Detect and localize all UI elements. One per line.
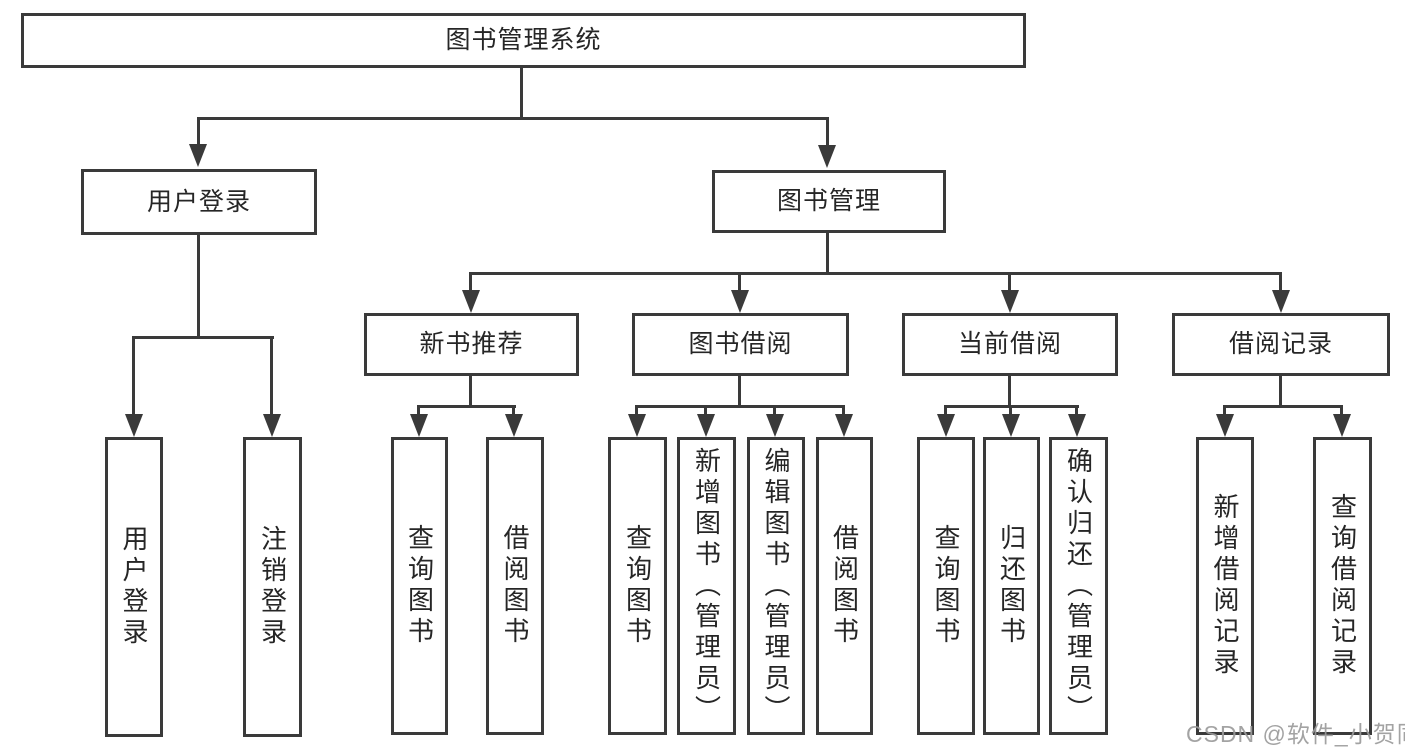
node-borrow-records-label: 借阅记录 (1228, 330, 1333, 358)
node-current-borrow: 当前借阅 (902, 313, 1118, 376)
leaf-add-borrow-record-label: 新增借阅记录 (1210, 493, 1240, 679)
connector-vline (704, 405, 707, 419)
connector-vline (1279, 272, 1282, 294)
node-new-book-recommend-label: 新书推荐 (419, 330, 524, 358)
connector-hline (417, 405, 516, 408)
connector-vline (842, 405, 845, 419)
connector-vline (1223, 405, 1226, 419)
arrowhead-down-icon (462, 290, 480, 313)
leaf-edit-books-admin: 编辑图书（管理员） (747, 437, 805, 735)
arrowhead-down-icon (731, 290, 749, 313)
arrowhead-down-icon (835, 414, 853, 437)
connector-vline (270, 336, 273, 418)
connector-vline (417, 405, 420, 419)
arrowhead-down-icon (697, 414, 715, 437)
arrowhead-down-icon (1001, 290, 1019, 313)
connector-vline (738, 272, 741, 294)
leaf-return-books-label: 归还图书 (996, 524, 1027, 648)
leaf-logout-label: 注销登录 (257, 525, 288, 649)
node-root-label: 图书管理系统 (445, 26, 602, 54)
arrowhead-down-icon (263, 414, 281, 437)
connector-vline (773, 405, 776, 419)
connector-vline (1008, 272, 1011, 294)
arrowhead-down-icon (937, 414, 955, 437)
node-book-borrow-label: 图书借阅 (688, 330, 793, 358)
arrowhead-down-icon (628, 414, 646, 437)
node-user-login: 用户登录 (81, 169, 317, 235)
connector-vline (132, 336, 135, 418)
connector-vline (826, 117, 829, 150)
arrowhead-down-icon (125, 414, 143, 437)
connector-vline (1009, 405, 1012, 419)
leaf-confirm-return-admin: 确认归还（管理员） (1049, 437, 1108, 735)
connector-vline (520, 68, 523, 120)
arrowhead-down-icon (410, 414, 428, 437)
leaf-borrow-books-label: 借阅图书 (829, 524, 860, 648)
arrowhead-down-icon (1333, 414, 1351, 437)
node-borrow-records: 借阅记录 (1172, 313, 1390, 376)
connector-hline (1223, 405, 1343, 408)
leaf-query-borrow-record-label: 查询借阅记录 (1327, 493, 1358, 679)
leaf-add-books-admin-label: 新增图书（管理员） (691, 446, 722, 726)
leaf-user-login: 用户登录 (105, 437, 163, 737)
leaf-recommend-borrow-books: 借阅图书 (486, 437, 544, 735)
arrowhead-down-icon (1002, 414, 1020, 437)
connector-vline (1008, 376, 1011, 408)
connector-vline (469, 272, 472, 294)
connector-vline (512, 405, 515, 419)
leaf-borrow-query-books: 查询图书 (608, 437, 667, 735)
node-new-book-recommend: 新书推荐 (364, 313, 579, 376)
leaf-confirm-return-admin-label: 确认归还（管理员） (1063, 446, 1094, 726)
connector-vline (1075, 405, 1078, 419)
connector-hline (132, 336, 274, 339)
connector-vline (1340, 405, 1343, 419)
arrowhead-down-icon (189, 144, 207, 167)
arrowhead-down-icon (505, 414, 523, 437)
connector-vline (944, 405, 947, 419)
arrowhead-down-icon (818, 145, 836, 168)
node-root: 图书管理系统 (21, 13, 1026, 68)
leaf-user-login-label: 用户登录 (119, 525, 149, 649)
arrowhead-down-icon (1272, 290, 1290, 313)
leaf-current-query-books-label: 查询图书 (931, 524, 961, 648)
connector-vline (738, 376, 741, 408)
connector-hline (197, 117, 829, 120)
connector-vline (1279, 376, 1282, 408)
arrowhead-down-icon (1216, 414, 1234, 437)
leaf-current-query-books: 查询图书 (917, 437, 975, 735)
connector-hline (635, 405, 845, 408)
node-current-borrow-label: 当前借阅 (957, 330, 1062, 358)
leaf-borrow-books: 借阅图书 (816, 437, 873, 735)
leaf-add-books-admin: 新增图书（管理员） (677, 437, 736, 735)
leaf-add-borrow-record: 新增借阅记录 (1196, 437, 1254, 735)
leaf-recommend-query-books-label: 查询图书 (404, 524, 435, 648)
leaf-edit-books-admin-label: 编辑图书（管理员） (761, 446, 791, 726)
arrowhead-down-icon (766, 414, 784, 437)
leaf-borrow-query-books-label: 查询图书 (622, 524, 653, 648)
connector-vline (826, 233, 829, 275)
connector-hline (469, 272, 1282, 275)
csdn-watermark: CSDN @软件_小贺同学 (1186, 721, 1405, 747)
connector-vline (197, 117, 200, 150)
leaf-recommend-query-books: 查询图书 (391, 437, 448, 735)
node-book-management: 图书管理 (712, 170, 946, 233)
node-user-login-label: 用户登录 (146, 187, 251, 216)
node-book-borrow: 图书借阅 (632, 313, 849, 376)
connector-vline (197, 235, 200, 339)
arrowhead-down-icon (1068, 414, 1086, 437)
leaf-logout: 注销登录 (243, 437, 302, 737)
leaf-query-borrow-record: 查询借阅记录 (1313, 437, 1372, 735)
leaf-return-books: 归还图书 (983, 437, 1040, 735)
connector-vline (469, 376, 472, 408)
node-book-management-label: 图书管理 (776, 187, 881, 215)
leaf-recommend-borrow-books-label: 借阅图书 (500, 524, 530, 648)
connector-vline (635, 405, 638, 419)
